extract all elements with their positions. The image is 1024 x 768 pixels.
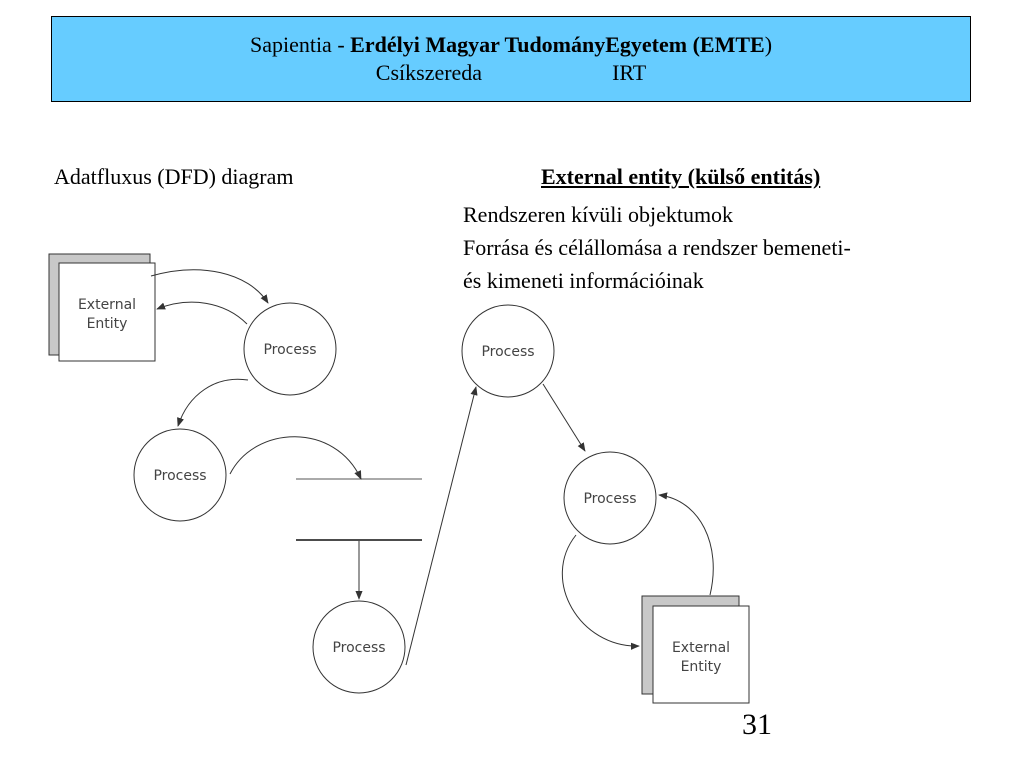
entity-2-label-line1: External: [672, 640, 730, 656]
flow-process5-to-entity2: [561, 534, 640, 650]
section-heading: External entity (külső entitás): [541, 164, 821, 189]
description: Rendszeren kívüli objektumok Forrása és …: [463, 198, 1003, 297]
process-1-label: Process: [263, 342, 316, 358]
entity-1-label-line2: Entity: [87, 316, 128, 332]
entity-2-label-line2: Entity: [681, 659, 722, 675]
diagram-title: Adatfluxus (DFD) diagram: [54, 164, 294, 189]
process-3-label: Process: [332, 640, 385, 656]
process-2-label: Process: [153, 468, 206, 484]
process-4-label: Process: [481, 344, 534, 360]
header-subtitle: Csíkszereda IRT: [52, 59, 970, 87]
description-line-2: Forrása és célállomása a rendszer bemene…: [463, 235, 851, 260]
process-2: Process: [133, 428, 227, 522]
page-number: 31: [742, 708, 772, 741]
description-line-1: Rendszeren kívüli objektumok: [463, 202, 734, 227]
process-4: Process: [461, 304, 555, 398]
process-5-label: Process: [583, 491, 636, 507]
process-3: Process: [312, 600, 406, 694]
header-banner: Sapientia - Erdélyi Magyar TudományEgyet…: [51, 16, 971, 102]
process-5: Process: [563, 451, 657, 545]
flow-process2-to-datastore: [229, 436, 362, 480]
flow-entity2-to-process5: [658, 492, 714, 596]
data-store: [296, 478, 422, 541]
process-1: Process: [243, 302, 337, 396]
flow-process1-to-process2: [177, 378, 249, 427]
flow-process3-to-process4: [405, 386, 478, 666]
header-suffix: ): [764, 32, 773, 57]
header-university: Erdélyi Magyar TudományEgyetem (EMTE: [350, 32, 765, 57]
header-city: Csíkszereda: [375, 60, 483, 85]
flow-process1-to-entity1: [156, 301, 248, 325]
entity-1-label-line1: External: [78, 297, 136, 313]
header-prefix: Sapientia -: [249, 32, 351, 57]
external-entity-1: External Entity: [48, 253, 156, 362]
flow-process4-to-process5: [542, 383, 586, 452]
header-title: Sapientia - Erdélyi Magyar TudományEgyet…: [52, 31, 970, 59]
header-department: IRT: [612, 60, 647, 85]
description-line-3: és kimeneti információinak: [463, 268, 704, 293]
external-entity-2: External Entity: [641, 595, 750, 704]
flow-entity1-to-process1: [150, 269, 269, 304]
